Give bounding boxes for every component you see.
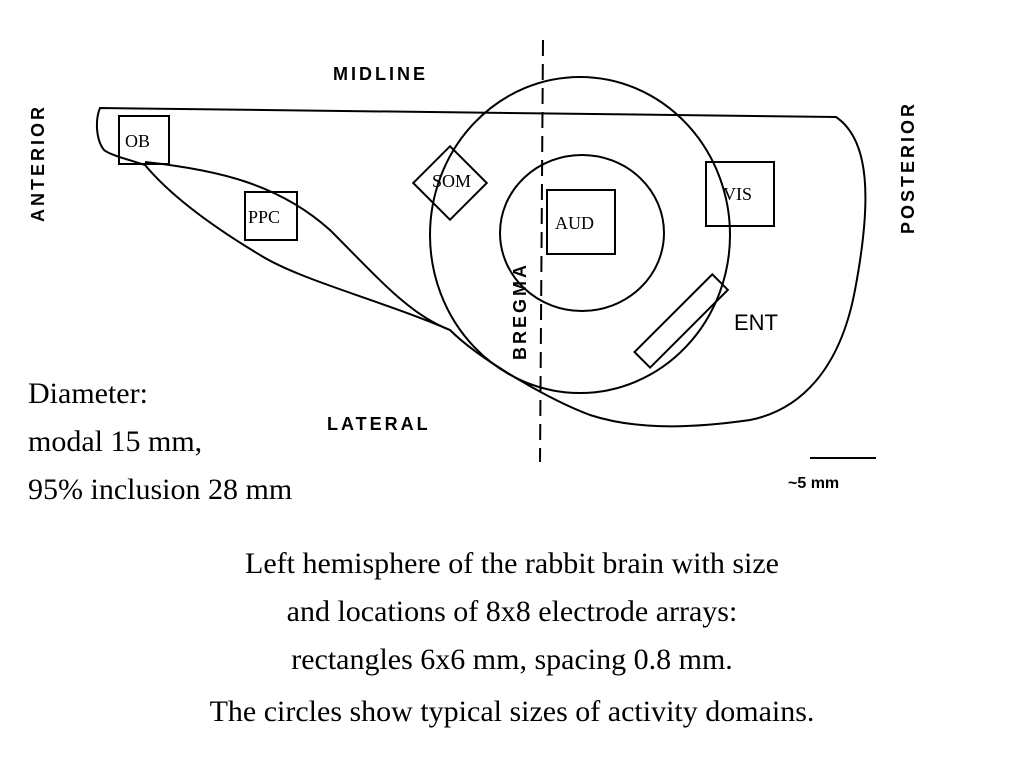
aud-label: AUD (555, 213, 594, 233)
caption-line-2: and locations of 8x8 electrode arrays: (286, 595, 738, 628)
caption-line-3: rectangles 6x6 mm, spacing 0.8 mm. (291, 643, 733, 676)
anterior-label: ANTERIOR (28, 104, 48, 222)
caption-line-4: The circles show typical sizes of activi… (209, 695, 815, 728)
ent-label: ENT (734, 310, 778, 335)
sulcus-curve (144, 161, 451, 331)
scale-bar-label: ~5 mm (788, 475, 839, 492)
ppc-label: PPC (248, 207, 280, 227)
som-array (411, 144, 489, 222)
caption-line-1: Left hemisphere of the rabbit brain with… (245, 547, 779, 580)
ob-array (118, 115, 170, 165)
small-domain-circle (499, 154, 665, 312)
aud-array (546, 189, 616, 255)
ppc-array (244, 191, 298, 241)
bregma-label: BREGMA (510, 262, 530, 360)
diameter-line: Diameter: (28, 377, 148, 410)
lateral-label: LATERAL (327, 414, 431, 434)
brain-diagram: MIDLINE LATERAL ANTERIOR POSTERIOR BREGM… (28, 39, 918, 492)
inclusion-diameter-line: 95% inclusion 28 mm (28, 473, 293, 506)
vis-label: VIS (723, 184, 752, 204)
som-label: SOM (432, 171, 471, 191)
bregma-line (539, 39, 544, 463)
ent-array (633, 272, 730, 370)
diameter-note: Diameter: modal 15 mm, 95% inclusion 28 … (28, 370, 292, 514)
modal-diameter-line: modal 15 mm, (28, 425, 203, 458)
midline-label: MIDLINE (333, 64, 428, 84)
vis-array (705, 161, 775, 227)
ob-label: OB (125, 131, 150, 151)
posterior-label: POSTERIOR (898, 101, 918, 234)
large-domain-circle (429, 76, 731, 394)
figure-caption: Left hemisphere of the rabbit brain with… (0, 540, 1024, 736)
